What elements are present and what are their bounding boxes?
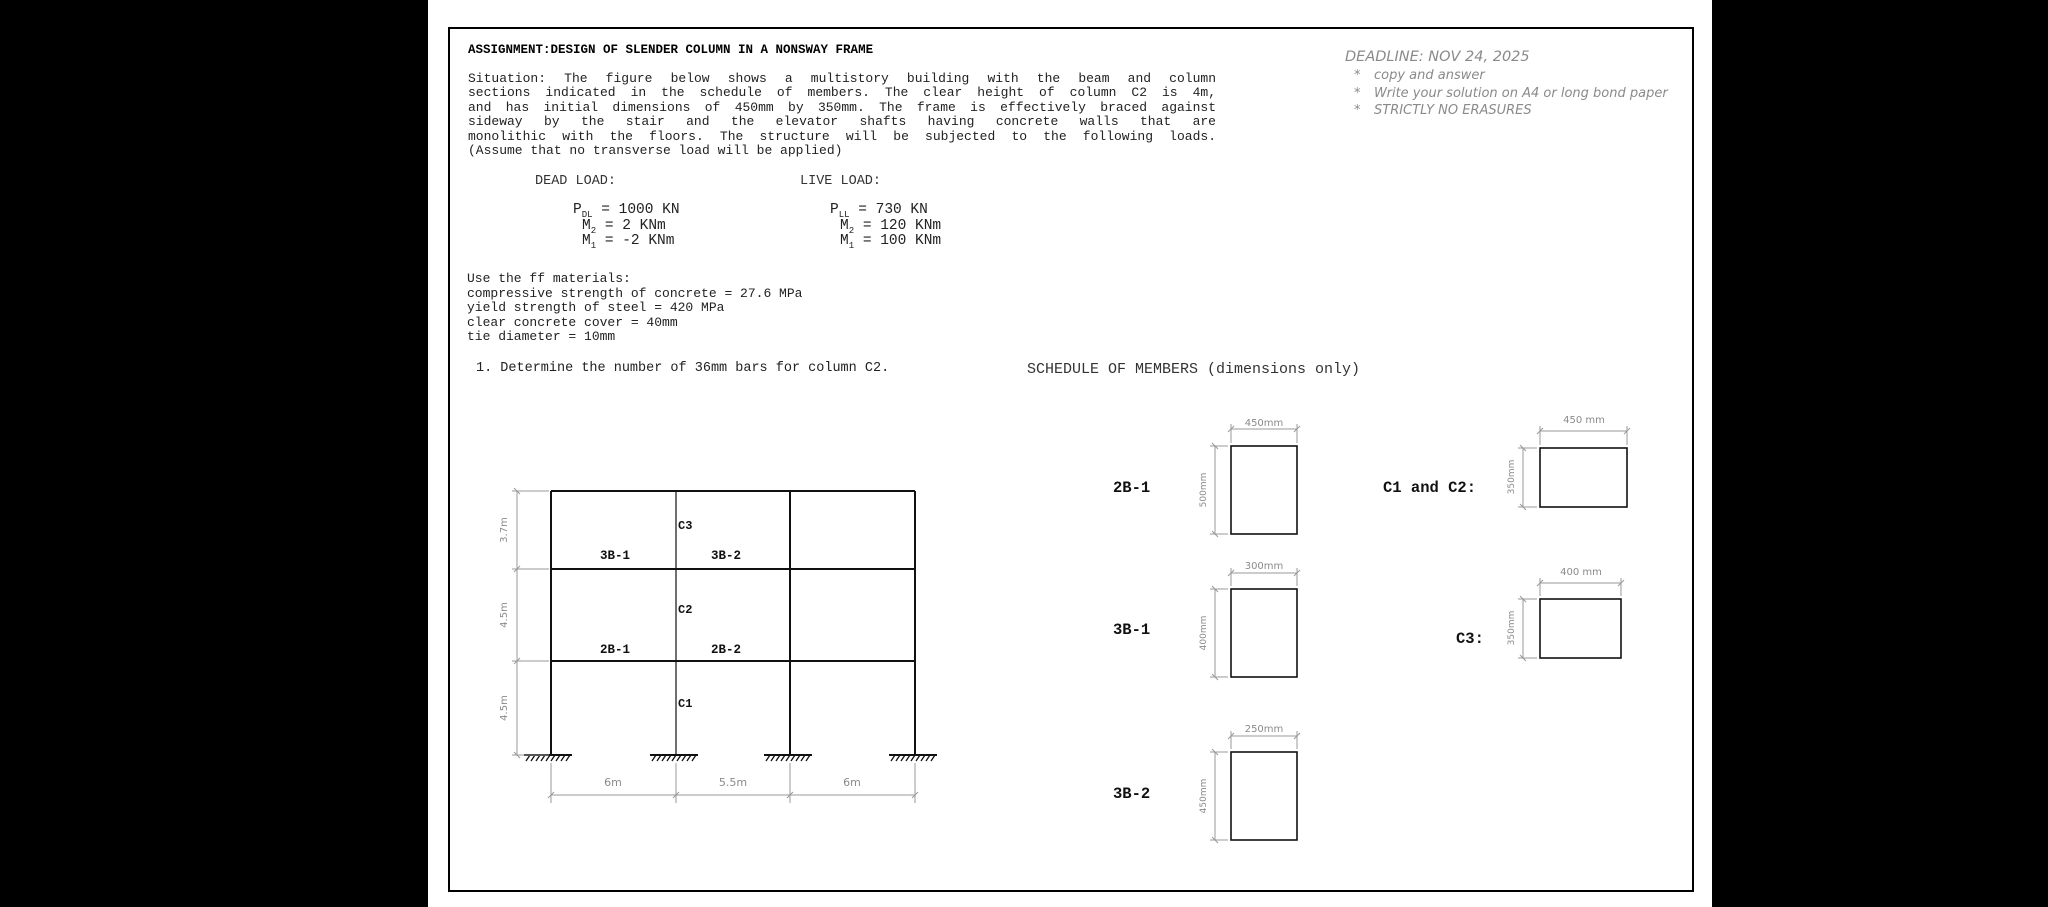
- material-line: tie diameter = 10mm: [467, 329, 616, 344]
- note-item: *STRICTLY NO ERASURES: [1354, 103, 1532, 118]
- question-1: 1. Determine the number of 36mm bars for…: [476, 361, 890, 376]
- dead-load-m1: M1 = -2 KNm: [582, 233, 675, 251]
- section-height: 400mm: [1199, 616, 1209, 651]
- fixed-support: [889, 754, 937, 762]
- situation-line: sideway by the stair and the elevator sh…: [468, 114, 1216, 130]
- live-load-p: PLL = 730 KN: [830, 202, 928, 220]
- material-line: Use the ff materials:: [467, 271, 631, 286]
- bay-width-label: 6m: [604, 776, 622, 789]
- section-height: 350mm: [1507, 611, 1517, 646]
- situation-line: monolithic with the floors. The structur…: [468, 128, 1216, 144]
- frame-elevation: 3.7m 4.5m 4.5m 6m 5.5m 6m C3 C2 C1 3B-1 …: [499, 487, 937, 803]
- situation-paragraph: Situation: The figure below shows a mult…: [468, 71, 1216, 158]
- materials-list: Use the ff materials: compressive streng…: [467, 271, 803, 345]
- live-load-heading: LIVE LOAD:: [800, 174, 882, 189]
- section-width: 450mm: [1245, 418, 1284, 429]
- note-item: *copy and answer: [1354, 68, 1485, 83]
- section-3b-2: 3B-2 250mm 450mm: [1113, 724, 1301, 844]
- paper-sheet: [428, 0, 1712, 907]
- section-width: 400 mm: [1560, 567, 1602, 578]
- column-label-c1: C1: [678, 697, 692, 711]
- section-width: 250mm: [1245, 724, 1284, 735]
- dead-load-heading: DEAD LOAD:: [535, 174, 617, 189]
- situation-line: Situation: The figure below shows a mult…: [468, 71, 1216, 86]
- beam-label-3b-2: 3B-2: [711, 549, 741, 563]
- bay-width-label: 6m: [843, 776, 861, 789]
- situation-line: (Assume that no transverse load will be …: [468, 142, 843, 158]
- section-c3: C3: 400 mm 350mm: [1456, 567, 1625, 662]
- fixed-support: [650, 754, 698, 762]
- section-label: C3:: [1456, 630, 1484, 648]
- column-label-c3: C3: [678, 519, 692, 533]
- section-label: 3B-1: [1113, 621, 1150, 639]
- fixed-support: [524, 754, 572, 762]
- story-height-label: 4.5m: [499, 695, 510, 721]
- height-dimension: [512, 487, 549, 759]
- section-height: 350mm: [1507, 460, 1517, 495]
- assignment-title: ASSIGNMENT:DESIGN OF SLENDER COLUMN IN A…: [468, 43, 874, 57]
- story-height-label: 4.5m: [499, 602, 510, 628]
- material-line: yield strength of steel = 420 MPa: [467, 300, 725, 315]
- section-height: 450mm: [1199, 779, 1209, 814]
- situation-line: sections indicated in the schedule of me…: [468, 85, 1216, 101]
- section-height: 500mm: [1199, 473, 1209, 508]
- note-item: *Write your solution on A4 or long bond …: [1354, 86, 1668, 101]
- section-label: C1 and C2:: [1383, 479, 1476, 497]
- dead-load-p: PDL = 1000 KN: [573, 202, 680, 220]
- section-3b-1: 3B-1 300mm 400mm: [1113, 561, 1301, 681]
- story-height-label: 3.7m: [499, 517, 510, 543]
- section-width: 300mm: [1245, 561, 1284, 572]
- beam-label-2b-2: 2B-2: [711, 643, 741, 657]
- deadline-text: DEADLINE: NOV 24, 2025: [1345, 49, 1530, 65]
- page-border: [448, 27, 1694, 892]
- column-label-c2: C2: [678, 603, 692, 617]
- section-width: 450 mm: [1563, 415, 1605, 426]
- live-load-m2: M2 = 120 KNm: [840, 218, 942, 236]
- dead-load-m2: M2 = 2 KNm: [582, 218, 666, 236]
- section-label: 3B-2: [1113, 785, 1150, 803]
- beam-label-3b-1: 3B-1: [600, 549, 630, 563]
- section-c1-c2: C1 and C2: 450 mm 350mm: [1383, 415, 1631, 511]
- bay-width-label: 5.5m: [719, 776, 747, 789]
- fixed-support: [764, 754, 812, 762]
- beam-label-2b-1: 2B-1: [600, 643, 630, 657]
- live-load-m1: M1 = 100 KNm: [840, 233, 942, 251]
- section-2b-1: 2B-1 450mm 500mm: [1113, 418, 1301, 538]
- section-label: 2B-1: [1113, 479, 1150, 497]
- situation-line: and has initial dimensions of 450mm by 3…: [468, 99, 1216, 115]
- schedule-title: SCHEDULE OF MEMBERS (dimensions only): [1027, 361, 1361, 378]
- material-line: compressive strength of concrete = 27.6 …: [467, 285, 803, 301]
- material-line: clear concrete cover = 40mm: [467, 314, 678, 330]
- width-dimension: [547, 763, 919, 803]
